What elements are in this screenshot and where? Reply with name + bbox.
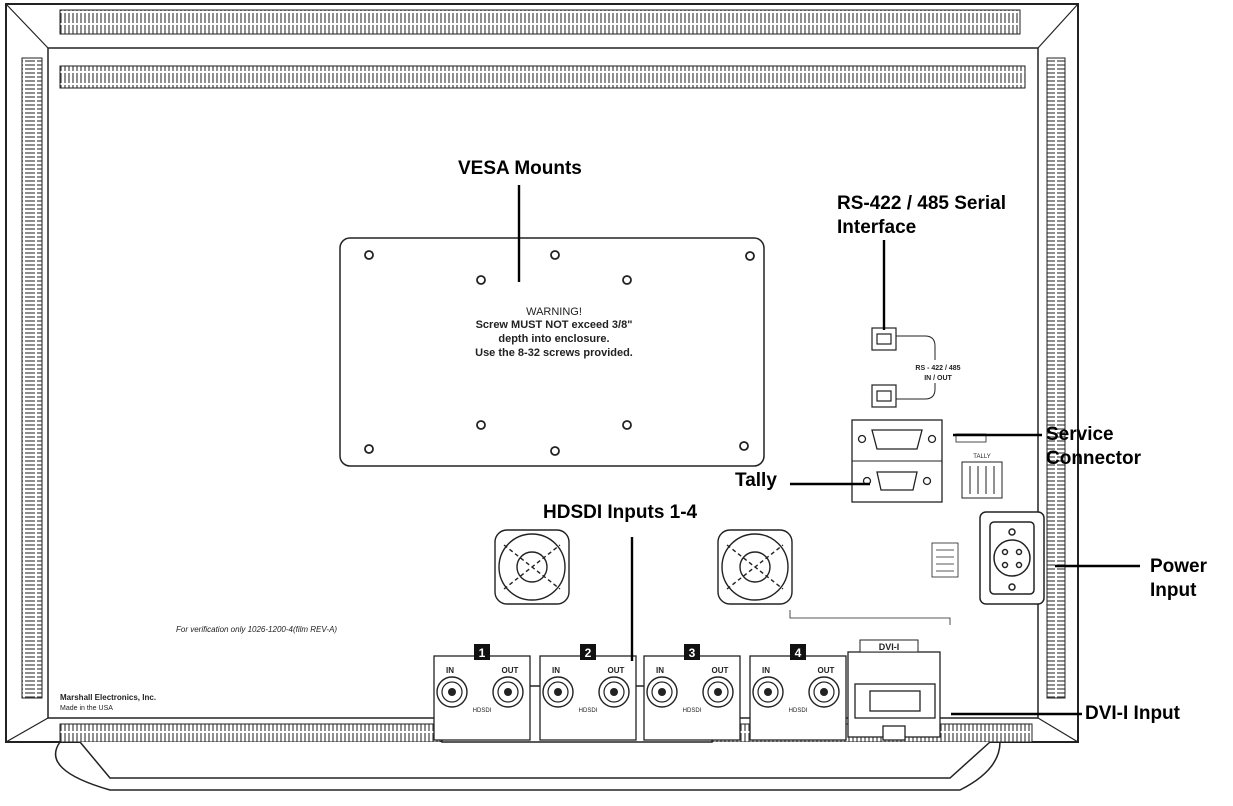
warning-line-1: Screw MUST NOT exceed 3/8" xyxy=(476,319,633,331)
bnc-in-connector xyxy=(542,676,574,708)
bnc-out-connector xyxy=(702,676,734,708)
service-db15-connector xyxy=(857,429,937,450)
in-label: IN xyxy=(762,666,770,675)
stand-base xyxy=(79,741,991,779)
bnc-out-connector xyxy=(492,676,524,708)
callout-leader-lines xyxy=(517,185,1140,716)
rs422-inout-label: IN / OUT xyxy=(924,375,952,382)
hdsdi-inputs-label: HDSDI Inputs 1-4 xyxy=(543,502,698,523)
bottom-vent-strip-left xyxy=(59,723,441,743)
verification-note: For verification only 1026-1200-4(film R… xyxy=(176,625,337,634)
bnc-in-connector xyxy=(752,676,784,708)
hdsdi-input-2: 2IN OUT HDSDI xyxy=(539,644,637,741)
in-label: IN xyxy=(552,666,560,675)
input-number-badge: 4 xyxy=(795,646,802,660)
warning-line-2: depth into enclosure. xyxy=(498,333,609,345)
warning-line-3: Use the 8-32 screws provided. xyxy=(475,347,633,359)
input-number-badge: 2 xyxy=(585,646,592,660)
service-connector-label-line1: Service xyxy=(1046,424,1114,445)
dvi-input-port xyxy=(847,651,941,741)
tally-dip-switch xyxy=(961,461,1003,499)
bnc-out-connector xyxy=(598,676,630,708)
rs422-small-label: RS - 422 / 485 xyxy=(915,365,960,372)
bnc-in-connector xyxy=(646,676,678,708)
out-label: OUT xyxy=(712,666,729,675)
dvi-input-label: DVI-I Input xyxy=(1085,703,1180,724)
warning-title: WARNING! xyxy=(526,306,582,318)
dvi-small-label: DVI-I xyxy=(879,642,900,652)
vesa-mount-plate xyxy=(339,237,765,467)
cooling-fan-left xyxy=(494,529,570,605)
manufacturer-label: Marshall Electronics, Inc. xyxy=(60,693,156,702)
cooling-fan-right xyxy=(717,529,793,605)
hdsdi-small-label: HDSDI xyxy=(579,708,598,714)
left-vent-strip xyxy=(21,57,43,699)
hdsdi-input-1: 1IN OUT HDSDI xyxy=(433,644,531,741)
hdsdi-input-groups: 1IN OUT HDSDI 2IN OUT HDSDI 3IN OUT HDSDI 4IN OUT H… xyxy=(433,644,847,741)
hdsdi-small-label: HDSDI xyxy=(789,708,808,714)
tally-label: Tally xyxy=(735,470,777,491)
input-number-badge: 3 xyxy=(689,646,696,660)
service-connector-label-line2: Connector xyxy=(1046,448,1141,469)
hdsdi-input-4: 4IN OUT HDSDI xyxy=(749,644,847,741)
top-vent-strip xyxy=(59,9,1021,35)
rs422-port-top xyxy=(871,327,897,351)
input-number-badge: 1 xyxy=(479,646,486,660)
in-label: IN xyxy=(446,666,454,675)
in-label: IN xyxy=(656,666,664,675)
out-label: OUT xyxy=(608,666,625,675)
rs422-label-line2: Interface xyxy=(837,217,917,238)
power-input-label-line1: Power xyxy=(1150,556,1208,577)
upper-vent-strip xyxy=(59,65,1026,89)
tally-db9-connector xyxy=(862,471,932,491)
out-label: OUT xyxy=(502,666,519,675)
hdsdi-small-label: HDSDI xyxy=(473,708,492,714)
bnc-out-connector xyxy=(808,676,840,708)
tally-small-label: TALLY xyxy=(973,454,990,460)
hdsdi-small-label: HDSDI xyxy=(683,708,702,714)
power-input-connector xyxy=(979,511,1045,605)
vesa-screw-holes xyxy=(364,250,755,456)
out-label: OUT xyxy=(818,666,835,675)
power-rating-label xyxy=(931,542,959,578)
bnc-in-connector xyxy=(436,676,468,708)
hdsdi-input-3: 3IN OUT HDSDI xyxy=(643,644,741,741)
vesa-mounts-label: VESA Mounts xyxy=(458,158,582,179)
right-vent-strip xyxy=(1046,57,1066,699)
made-in-label: Made in the USA xyxy=(60,705,113,712)
power-input-label-line2: Input xyxy=(1150,580,1197,601)
rs422-port-bottom xyxy=(871,384,897,408)
rs422-label-line1: RS-422 / 485 Serial xyxy=(837,193,1006,214)
